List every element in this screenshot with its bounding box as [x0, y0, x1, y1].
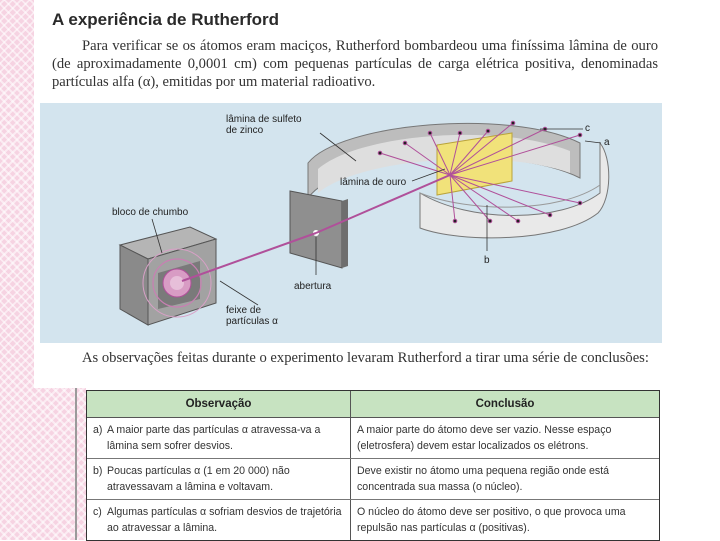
observation-cell: b) Poucas partículas α (1 em 20 000) não… — [87, 459, 351, 499]
gold-foil — [436, 132, 513, 196]
header-observation: Observação — [87, 391, 351, 417]
left-decorative-border — [0, 0, 34, 540]
table-row: a) A maior parte das partículas α atrave… — [87, 418, 659, 459]
rutherford-experiment-figure: lâmina de sulfeto de zinco lâmina de our… — [40, 103, 662, 343]
label-a: a — [604, 137, 610, 148]
label-alpha-beam: feixe de partículas α — [226, 305, 278, 327]
experiment-diagram — [118, 120, 610, 326]
radioactive-source — [170, 276, 184, 290]
conclusion-cell: Deve existir no átomo uma pequena região… — [357, 465, 610, 493]
conclusion-cell: O núcleo do átomo deve ser positivo, o q… — [357, 506, 626, 534]
table-header: Observação Conclusão — [87, 391, 659, 418]
alpha-beam-2 — [315, 174, 451, 234]
radioactive-source-ring-3 — [142, 248, 212, 318]
label-c: c — [585, 123, 590, 134]
label-zinc-sulfide-screen: lâmina de sulfeto de zinco — [226, 114, 302, 136]
observation-cell: a) A maior parte das partículas α atrave… — [87, 418, 351, 458]
label-lead-block: bloco de chumbo — [112, 207, 189, 218]
table-row: c) Algumas partículas α sofriam desvios … — [87, 500, 659, 540]
alpha-beam-1 — [181, 232, 317, 282]
observation-conclusion-table: Observação Conclusão a) A maior parte da… — [86, 390, 660, 541]
conclusion-cell: A maior parte do átomo deve ser vazio. N… — [357, 424, 612, 452]
bottom-decorative-border — [34, 388, 86, 540]
screen-front-rim — [419, 184, 601, 208]
observation-text: Poucas partículas α (1 em 20 000) não at… — [107, 465, 290, 493]
label-aperture: abertura — [294, 281, 332, 292]
table-row: b) Poucas partículas α (1 em 20 000) não… — [87, 459, 659, 500]
label-b: b — [484, 255, 490, 266]
radioactive-source-ring-2 — [152, 258, 202, 308]
label-gold-foil: lâmina de ouro — [340, 177, 407, 188]
observation-text: Algumas partículas α sofriam desvios de … — [107, 506, 342, 534]
row-key: c) — [93, 506, 102, 518]
screen-front — [419, 141, 610, 239]
lead-block-front — [119, 244, 149, 326]
header-conclusion: Conclusão — [475, 398, 535, 410]
intro-paragraph: Para verificar se os átomos eram maciços… — [52, 38, 658, 90]
aperture-plate-edge — [342, 199, 348, 268]
vertical-divider — [75, 388, 77, 540]
observations-paragraph: As observações feitas durante o experime… — [82, 350, 649, 366]
row-key: a) — [93, 424, 103, 436]
observation-cell: c) Algumas partículas α sofriam desvios … — [87, 500, 351, 540]
row-key: b) — [93, 465, 103, 477]
observation-text: A maior parte das partículas α atravessa… — [107, 424, 321, 452]
page-title: A experiência de Rutherford — [52, 10, 280, 29]
